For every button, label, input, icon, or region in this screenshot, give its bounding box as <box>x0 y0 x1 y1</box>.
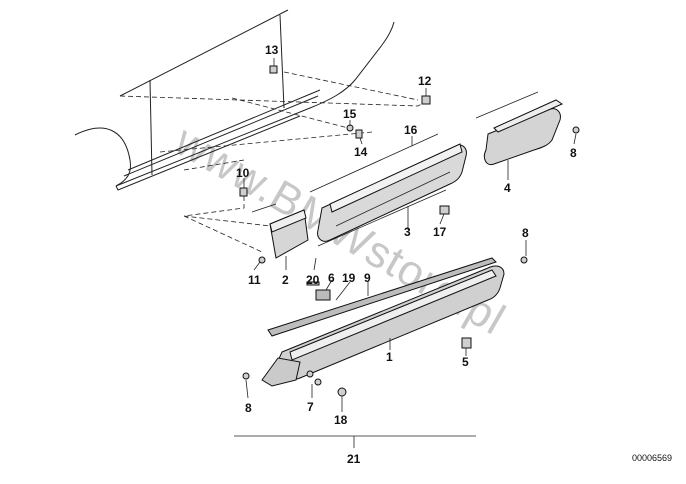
callout-18: 18 <box>334 413 348 427</box>
callout-6: 6 <box>328 271 335 285</box>
callout-16: 16 <box>404 123 418 137</box>
callout-labels: 13 12 15 16 14 8 10 4 3 17 8 11 2 20 19 … <box>236 43 577 466</box>
callout-8-right: 8 <box>522 226 529 240</box>
callout-17: 17 <box>433 225 447 239</box>
callout-13: 13 <box>265 43 279 57</box>
callout-11: 11 <box>248 273 261 287</box>
leader-lines <box>234 58 577 448</box>
callout-12: 12 <box>418 74 432 88</box>
callout-2: 2 <box>282 273 289 287</box>
callout-3: 3 <box>404 225 411 239</box>
callout-15: 15 <box>343 107 357 121</box>
callout-20: 20 <box>306 273 320 287</box>
callout-21: 21 <box>347 452 361 466</box>
door-moulding <box>309 133 467 247</box>
callout-4: 4 <box>504 181 511 195</box>
rear-moulding <box>475 91 564 166</box>
drawing-number: 00006569 <box>632 453 672 463</box>
callout-9: 9 <box>364 271 371 285</box>
callout-7: 7 <box>307 400 314 414</box>
front-moulding <box>251 203 309 259</box>
callout-10: 10 <box>236 166 250 180</box>
callout-1: 1 <box>386 350 393 364</box>
callout-8-rear: 8 <box>570 146 577 160</box>
callout-14: 14 <box>354 145 368 159</box>
rocker-panel <box>261 265 505 387</box>
callout-5: 5 <box>462 355 469 369</box>
callout-8-front: 8 <box>245 401 252 415</box>
sill-strip <box>267 257 497 337</box>
callout-19: 19 <box>342 271 356 285</box>
